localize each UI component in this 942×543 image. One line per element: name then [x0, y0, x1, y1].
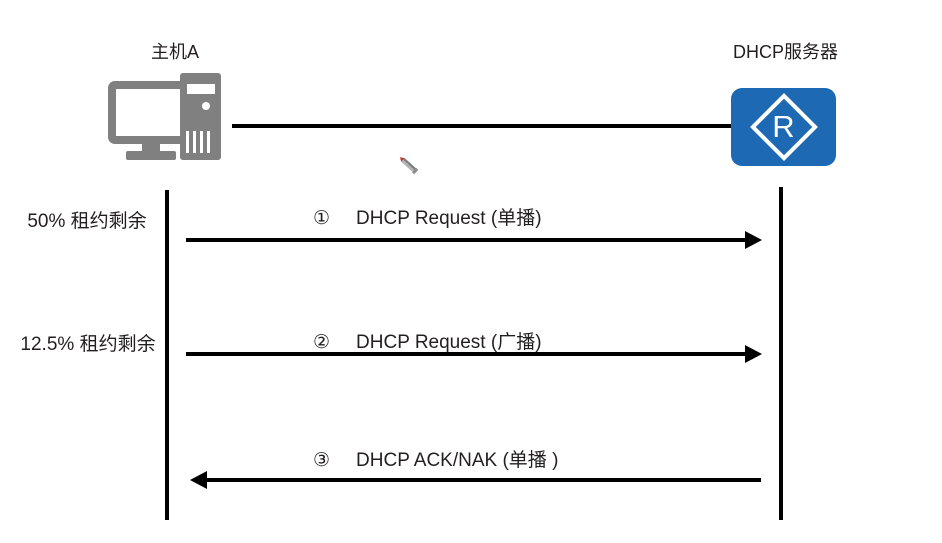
message-2-label: DHCP Request (广播)	[356, 332, 542, 353]
message-2-arrowhead-right-icon	[745, 345, 762, 363]
network-link-line	[232, 124, 732, 128]
message-1-label: DHCP Request (单播)	[356, 208, 542, 229]
message-3-text: ③ DHCP ACK/NAK (单播 )	[313, 449, 558, 473]
pen-cursor-icon	[396, 155, 424, 179]
host-label: 主机A	[150, 42, 199, 62]
message-1-number: ①	[313, 208, 331, 229]
message-1-line	[186, 238, 746, 242]
message-3-arrowhead-left-icon	[190, 471, 207, 489]
router-r-letter: R	[772, 109, 795, 144]
message-1-text: ① DHCP Request (单播)	[313, 207, 542, 231]
server-lifeline	[779, 187, 783, 520]
message-3-number: ③	[313, 450, 331, 471]
message-2-text: ② DHCP Request (广播)	[313, 331, 542, 355]
message-2-line	[186, 352, 746, 356]
message-1-arrowhead-right-icon	[745, 231, 762, 249]
dhcp-server-label: DHCP服务器	[732, 42, 838, 62]
lease-remaining-12-5-label: 12.5% 租约剩余	[20, 334, 156, 355]
host-lifeline	[165, 190, 169, 520]
router-icon: R	[731, 88, 836, 166]
desktop-pc-icon	[108, 73, 234, 166]
message-2-number: ②	[313, 332, 331, 353]
message-3-label: DHCP ACK/NAK (单播 )	[356, 450, 559, 471]
message-3-line	[207, 478, 761, 482]
lease-remaining-50-label: 50% 租约剩余	[27, 211, 147, 232]
